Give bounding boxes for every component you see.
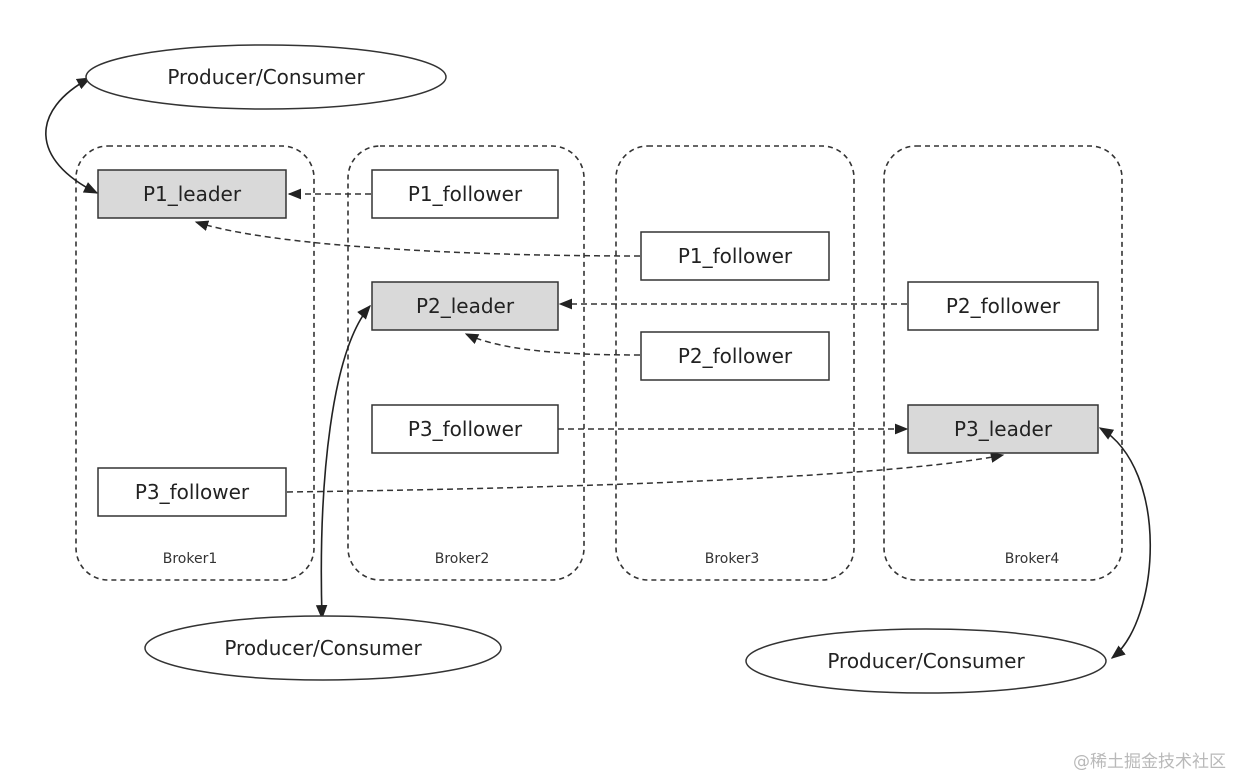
partition-box-p2-leader: P2_leader — [371, 281, 559, 331]
arrow-client-middle-p2-leader — [315, 304, 371, 620]
arrow-p3-follower-b1-to-p3-leader — [286, 452, 1005, 493]
p1-leader-label: P1_leader — [143, 182, 242, 206]
broker-1-label: Broker1 — [163, 551, 218, 567]
arrow-client-bottom-p3-leader — [1098, 427, 1152, 659]
p1-follower-b3-label: P1_follower — [678, 244, 793, 268]
replication-arrows — [194, 188, 1005, 493]
client-bottom-right-label: Producer/Consumer — [827, 649, 1025, 673]
broker-4: Broker4 — [883, 145, 1123, 581]
p3-follower-b1-label: P3_follower — [135, 480, 250, 504]
arrow-p1-follower-b3-to-p1-leader — [194, 220, 641, 257]
partition-box-p3-follower-b1: P3_follower — [97, 467, 287, 517]
arrow-client-top-p1-leader — [45, 77, 99, 194]
client-top-label: Producer/Consumer — [167, 65, 365, 89]
client-arrows — [45, 77, 1152, 659]
partition-box-p3-leader: P3_leader — [907, 404, 1099, 454]
partition-box-p2-follower-b4: P2_follower — [907, 281, 1099, 331]
partition-box-p2-follower-b3: P2_follower — [640, 331, 830, 381]
broker-2-label: Broker2 — [435, 551, 490, 567]
broker-1: Broker1 — [75, 145, 315, 581]
watermark: @稀土掘金技术社区 — [1073, 752, 1226, 772]
broker-4-label: Broker4 — [1005, 551, 1060, 567]
p2-follower-b4-label: P2_follower — [946, 294, 1061, 318]
p2-leader-label: P2_leader — [416, 294, 515, 318]
broker-3-label: Broker3 — [705, 551, 760, 567]
p2-follower-b3-label: P2_follower — [678, 344, 793, 368]
client-oval-middle: Producer/Consumer — [144, 615, 502, 681]
partition-box-p1-follower-b2: P1_follower — [371, 169, 559, 219]
partition-box-p3-follower-b2: P3_follower — [371, 404, 559, 454]
p3-leader-label: P3_leader — [954, 417, 1053, 441]
broker-2: Broker2 — [347, 145, 585, 581]
client-middle-label: Producer/Consumer — [224, 636, 422, 660]
p3-follower-b2-label: P3_follower — [408, 417, 523, 441]
partition-box-p1-leader: P1_leader — [97, 169, 287, 219]
client-oval-bottom-right: Producer/Consumer — [745, 628, 1107, 694]
broker-3: Broker3 — [615, 145, 855, 581]
arrow-p2-follower-b3-to-p2-leader — [464, 333, 641, 356]
p1-follower-b2-label: P1_follower — [408, 182, 523, 206]
partition-box-p1-follower-b3: P1_follower — [640, 231, 830, 281]
client-oval-top: Producer/Consumer — [85, 44, 447, 110]
